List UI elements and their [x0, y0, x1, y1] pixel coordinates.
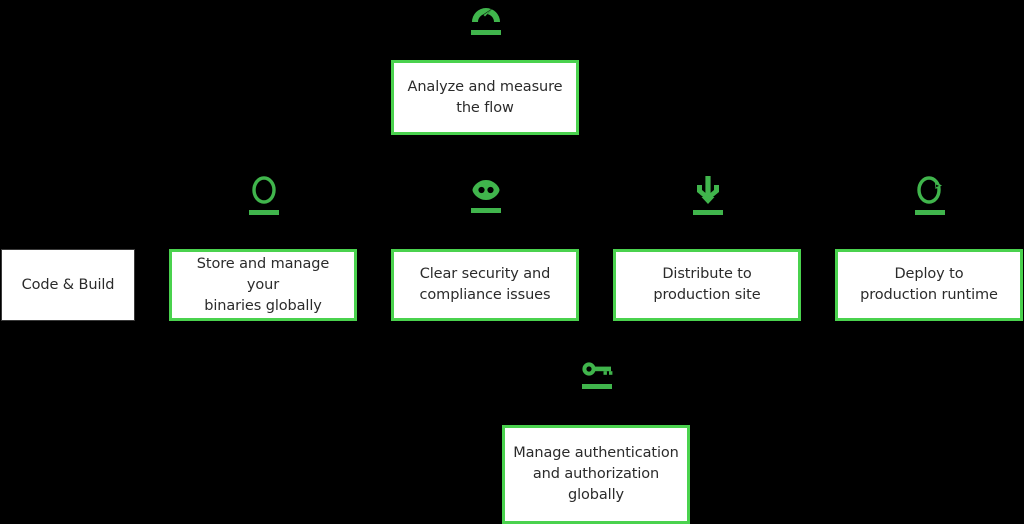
node-deploy-runtime[interactable]: Deploy to production runtime: [835, 249, 1023, 321]
icon-group-distribute: [676, 176, 740, 215]
node-label: Deploy to production runtime: [860, 266, 998, 303]
icon-underline-rule: [471, 30, 501, 35]
icon-group-store: [232, 176, 296, 215]
node-label: Store and manage your binaries globally: [196, 255, 330, 314]
node-label: Code & Build: [21, 276, 115, 293]
icon-group-auth: [565, 360, 629, 389]
node-analyze-and-measure[interactable]: Analyze and measure the flow: [391, 60, 579, 135]
icon-group-deploy: [898, 176, 962, 215]
eye-scan-icon: [471, 178, 501, 202]
node-manage-authentication[interactable]: Manage authentication and authorization …: [502, 425, 690, 524]
icon-underline-rule: [582, 384, 612, 389]
node-label: Clear security and compliance issues: [419, 266, 551, 303]
deploy-orbit-icon: [916, 176, 944, 204]
icon-group-analyze: [454, 0, 518, 35]
icon-underline-rule: [693, 210, 723, 215]
icon-group-security: [454, 178, 518, 213]
speedometer-gauge-icon: [469, 0, 503, 24]
node-label: Distribute to production site: [653, 266, 761, 303]
node-label: Analyze and measure the flow: [407, 78, 563, 116]
icon-underline-rule: [249, 210, 279, 215]
download-arrow-icon: [693, 176, 723, 204]
node-label: Manage authentication and authorization …: [513, 445, 679, 503]
ring-circle-icon: [251, 176, 277, 204]
node-code-and-build[interactable]: Code & Build: [1, 249, 135, 321]
icon-underline-rule: [915, 210, 945, 215]
node-distribute-production[interactable]: Distribute to production site: [613, 249, 801, 321]
icon-underline-rule: [471, 208, 501, 213]
key-icon: [581, 360, 613, 378]
node-store-binaries[interactable]: Store and manage your binaries globally: [169, 249, 357, 321]
node-clear-security[interactable]: Clear security and compliance issues: [391, 249, 579, 321]
